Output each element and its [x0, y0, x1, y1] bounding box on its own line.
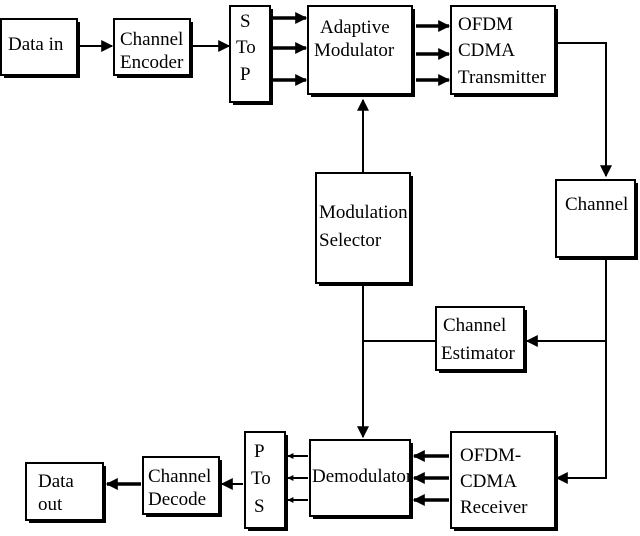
- block-channel-estimator-line-2: Estimator: [441, 343, 516, 364]
- block-channel-encoder-line-2: Encoder: [120, 52, 184, 73]
- block-channel-encoder-line-1: Channel: [120, 29, 183, 50]
- block-modulation-selector: Modulation Selector: [315, 172, 413, 286]
- block-channel-decode: Channel Decode: [142, 456, 222, 517]
- block-data-out-line-2: out: [38, 494, 63, 515]
- block-channel-line-1: Channel: [565, 194, 628, 215]
- block-adaptive-modulator-line-2: Modulator: [314, 40, 395, 61]
- block-channel: Channel: [555, 179, 638, 260]
- block-s-to-p-line-3: P: [240, 64, 251, 85]
- block-ofdm-rx-line-3: Receiver: [460, 497, 528, 518]
- block-channel-decode-line-1: Channel: [148, 466, 211, 487]
- block-data-in-line-1: Data in: [8, 34, 64, 55]
- block-channel-estimator: Channel Estimator: [435, 306, 527, 373]
- block-p-to-s: P To S: [244, 431, 288, 531]
- block-p-to-s-line-1: P: [254, 441, 265, 462]
- block-channel-decode-line-2: Decode: [148, 489, 206, 510]
- block-modulation-selector-line-1: Modulation: [319, 202, 408, 223]
- block-p-to-s-line-2: To: [251, 468, 271, 489]
- block-demodulator-line-1: Demodulator: [312, 466, 413, 487]
- block-ofdm-cdma-transmitter: OFDM CDMA Transmitter: [450, 5, 558, 97]
- block-ofdm-rx-line-2: CDMA: [460, 471, 517, 492]
- block-data-out: Data out: [25, 462, 106, 523]
- connections: [80, 12, 612, 506]
- block-data-out-line-1: Data: [38, 471, 74, 492]
- block-s-to-p-line-1: S: [240, 11, 251, 32]
- block-adaptive-modulator-line-1: Adaptive: [320, 17, 390, 38]
- block-s-to-p-line-2: To: [236, 37, 256, 58]
- block-p-to-s-line-3: S: [254, 496, 265, 517]
- arrow-channel-rx: [555, 260, 607, 484]
- arrow-tx-channel: [557, 42, 612, 178]
- block-ofdm-tx-line-1: OFDM: [458, 14, 513, 35]
- block-s-to-p: S To P: [229, 5, 273, 105]
- block-channel-encoder: Channel Encoder: [113, 18, 193, 78]
- block-channel-estimator-line-1: Channel: [443, 315, 506, 336]
- block-modulation-selector-line-2: Selector: [319, 230, 382, 251]
- block-ofdm-rx-line-1: OFDM-: [460, 445, 521, 466]
- block-data-in: Data in: [0, 18, 80, 78]
- block-ofdm-tx-line-3: Transmitter: [458, 67, 547, 88]
- block-adaptive-modulator: Adaptive Modulator: [307, 5, 415, 97]
- block-demodulator: Demodulator: [309, 439, 413, 519]
- block-ofdm-tx-line-2: CDMA: [458, 40, 515, 61]
- block-ofdm-cdma-receiver: OFDM- CDMA Receiver: [450, 431, 558, 531]
